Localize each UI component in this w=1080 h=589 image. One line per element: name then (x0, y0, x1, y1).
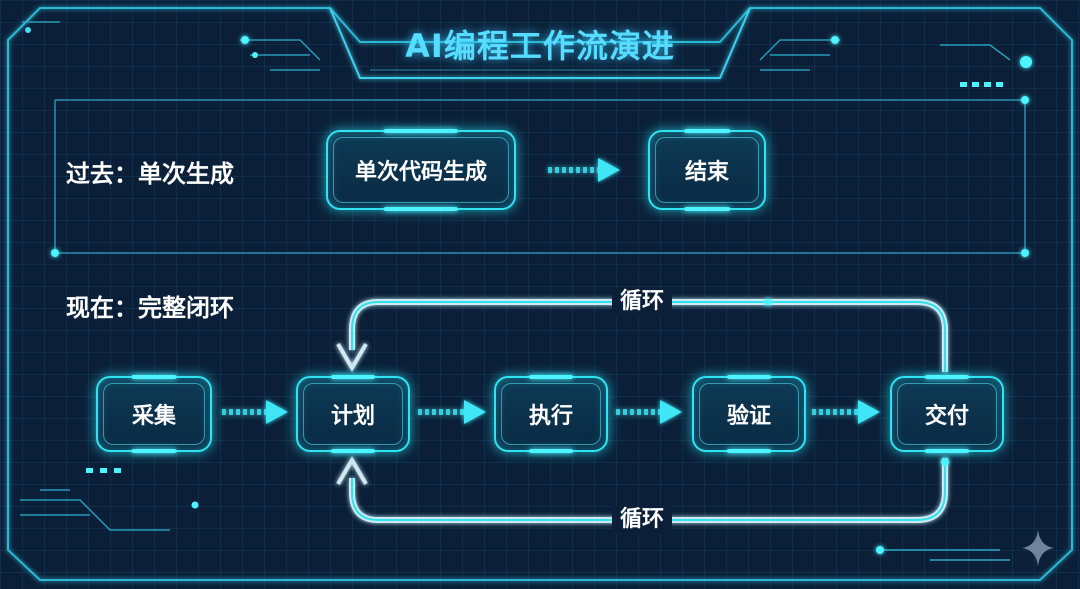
node-label: 执行 (528, 404, 573, 429)
node-deliver: 交付 (890, 375, 1004, 453)
circuit-decoration-bottom-left (20, 489, 170, 531)
node-collect: 采集 (96, 375, 212, 453)
node-label: 结束 (684, 160, 729, 185)
circuit-decoration-top-left (22, 21, 321, 71)
node-single-code-generation: 单次代码生成 (326, 129, 516, 211)
node-label: 采集 (131, 404, 176, 429)
title-bracket (329, 7, 751, 79)
arrow-verify-to-deliver (812, 400, 880, 424)
arrow-collect-to-plan (222, 400, 288, 424)
node-label: 单次代码生成 (354, 160, 487, 185)
present-section-label: 现在：完整闭环 (66, 294, 234, 322)
glow-dot (1020, 56, 1032, 68)
node-execute: 执行 (494, 375, 608, 453)
node-label: 计划 (330, 404, 375, 429)
arrow-plan-to-execute (418, 400, 486, 424)
sparkle-icon (1022, 530, 1054, 566)
arrow-past (548, 158, 620, 182)
dash-marks-top-right (960, 82, 1003, 87)
node-end: 结束 (648, 129, 766, 211)
past-panel-border (54, 100, 1026, 254)
dash-marks-bottom-left (86, 468, 121, 473)
node-verify: 验证 (692, 375, 806, 453)
loop-bottom-label: 循环 (612, 506, 673, 534)
node-label: 验证 (726, 404, 771, 429)
page-title: AI编程工作流演进 (405, 27, 675, 65)
node-label: 交付 (924, 404, 969, 429)
arrow-execute-to-verify (616, 400, 682, 424)
node-plan: 计划 (296, 375, 410, 453)
past-section-label: 过去：单次生成 (66, 160, 234, 188)
circuit-decoration-top-right (759, 39, 1011, 71)
loop-top-label: 循环 (612, 288, 673, 316)
circuit-decoration-bottom-right (880, 549, 1010, 561)
